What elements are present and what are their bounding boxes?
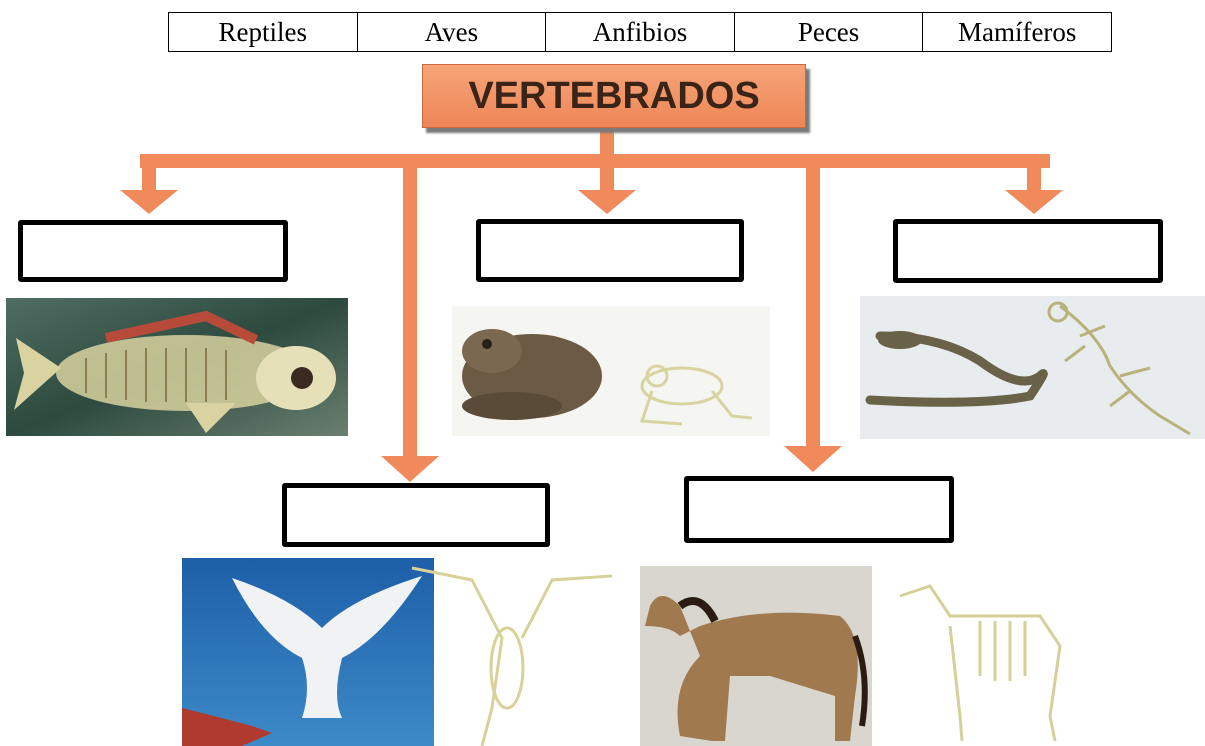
arrow-shaft [403, 160, 417, 460]
arrow-shaft [142, 154, 156, 196]
arrow-head [381, 456, 439, 482]
answer-box-bird[interactable] [282, 483, 550, 547]
fish-skeleton-photo [6, 298, 348, 436]
arrow-head [578, 190, 636, 214]
arrow-head [120, 190, 178, 214]
arrow-head [1005, 190, 1063, 214]
arrow-head [784, 446, 842, 472]
answer-box-fish[interactable] [18, 220, 288, 282]
answer-box-amphibian[interactable] [476, 219, 744, 282]
dove-skeleton-photo [182, 558, 620, 746]
arrow-shaft [1027, 154, 1041, 196]
answer-box-mammal[interactable] [684, 476, 954, 543]
title-vertebrados: VERTEBRADOS [422, 64, 806, 128]
arrow-shaft [806, 160, 820, 448]
horse-skeleton-photo [640, 566, 1090, 746]
arrow-bar [140, 154, 1050, 168]
answer-box-reptile[interactable] [893, 219, 1163, 283]
frog-skeleton-photo [452, 306, 770, 436]
lizard-skeleton-photo [860, 296, 1205, 439]
